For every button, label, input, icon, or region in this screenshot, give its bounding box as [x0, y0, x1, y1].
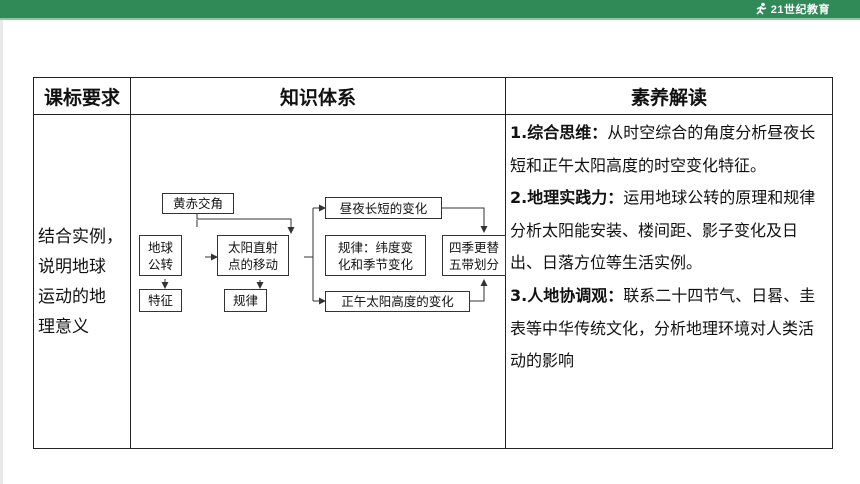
diagram-arrows	[161, 204, 488, 305]
curriculum-table: 课标要求 知识体系 素养解读 结合实例， 说明地球 运动的地 理意义	[33, 77, 833, 449]
brand-logo: 21世纪教育	[754, 1, 830, 17]
literacy-title: 2.地理实践力：	[510, 188, 624, 208]
box-noon-sun-height: 正午太阳高度的变化	[325, 291, 470, 312]
box-day-length: 昼夜长短的变化	[325, 197, 442, 219]
box-pattern-latitude-season: 规律：纬度变 化和季节变化	[325, 235, 426, 276]
logo-text: 21世纪教育	[770, 4, 830, 16]
literacy-item: 2.地理实践力：运用地球公转的原理和规律分析太阳能安装、楼间距、影子变化及日出、…	[510, 182, 828, 280]
literacy-title: 3.人地协调观：	[510, 285, 624, 305]
runner-icon	[756, 2, 767, 15]
literacy-item: 1.综合思维：从时空综合的角度分析昼夜长短和正午太阳高度的时空变化特征。	[510, 117, 828, 182]
box-characteristics: 特征	[139, 289, 182, 312]
table-header-row: 课标要求 知识体系 素养解读	[33, 77, 833, 115]
header-knowledge: 知识体系	[130, 77, 506, 115]
knowledge-diagram-cell: 黄赤交角 地球 公转 太阳直射 点的移动 昼夜长短的变化 规律：纬度变 化和季节…	[130, 114, 506, 452]
literacy-text: 联系二十四节气、日晷、圭表等中华传统文化，分析地理环境对人类活动的影响	[510, 285, 816, 371]
requirement-text: 结合实例， 说明地球 运动的地 理意义	[33, 114, 131, 449]
top-banner	[0, 0, 860, 18]
literacy-text: 运用地球公转的原理和规律分析太阳能安装、楼间距、影子变化及日出、日落方位等生活实…	[510, 188, 816, 273]
box-seasons-zones: 四季更替 五带划分	[442, 235, 506, 276]
literacy-cell: 1.综合思维：从时空综合的角度分析昼夜长短和正午太阳高度的时空变化特征。 2.地…	[505, 114, 833, 449]
box-subsolar-movement: 太阳直射 点的移动	[217, 235, 289, 276]
box-pattern: 规律	[224, 289, 267, 312]
table-row: 结合实例， 说明地球 运动的地 理意义	[33, 114, 833, 452]
box-earth-revolution: 地球 公转	[139, 235, 182, 276]
box-obliquity: 黄赤交角	[162, 193, 234, 214]
literacy-item: 3.人地协调观：联系二十四节气、日晷、圭表等中华传统文化，分析地理环境对人类活动…	[510, 280, 828, 378]
page-edge	[0, 20, 3, 484]
header-literacy: 素养解读	[505, 77, 833, 115]
top-banner-stripe	[0, 18, 860, 20]
literacy-text: 从时空综合的角度分析昼夜长短和正午太阳高度的时空变化特征。	[510, 123, 816, 175]
literacy-title: 1.综合思维：	[510, 123, 608, 142]
header-requirement: 课标要求	[33, 77, 131, 115]
knowledge-diagram: 黄赤交角 地球 公转 太阳直射 点的移动 昼夜长短的变化 规律：纬度变 化和季节…	[131, 115, 506, 452]
